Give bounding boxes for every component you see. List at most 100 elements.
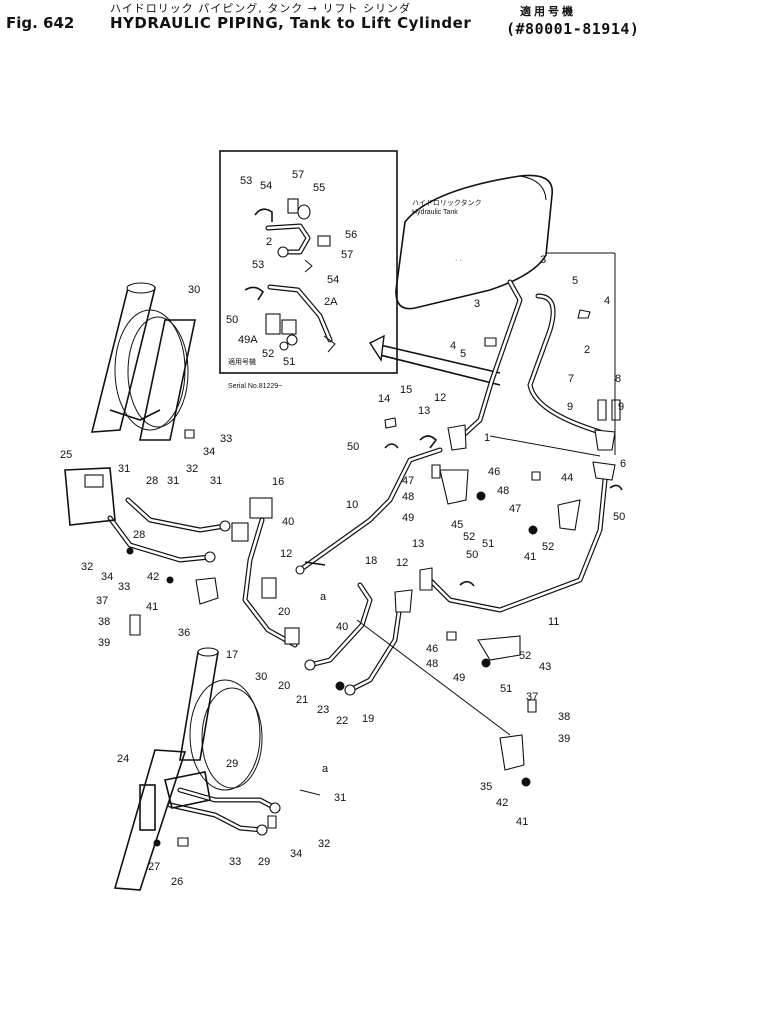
callout-57: 57 (292, 169, 304, 181)
callout-2: 2 (266, 236, 272, 248)
callout-13: 13 (418, 405, 430, 417)
fittings (126, 309, 623, 847)
callout-45: 45 (451, 519, 463, 531)
callout-50: 50 (226, 314, 238, 326)
callout-20: 20 (278, 680, 290, 692)
callout-29: 29 (258, 856, 270, 868)
callout-14: 14 (378, 393, 390, 405)
callout-2A: 2A (324, 296, 338, 308)
callout-47: 47 (509, 503, 521, 515)
callout-53: 53 (252, 259, 264, 271)
callout-26: 26 (171, 876, 183, 888)
callout-30: 30 (188, 284, 200, 296)
callout-51: 51 (283, 356, 295, 368)
callout-24: 24 (117, 753, 129, 765)
callout-38: 38 (558, 711, 570, 723)
callout-37: 37 (526, 691, 538, 703)
callout-20: 20 (278, 606, 290, 618)
callout-32: 32 (318, 838, 330, 850)
callout-27: 27 (148, 861, 160, 873)
callout-40: 40 (336, 621, 348, 633)
callout-35: 35 (480, 781, 492, 793)
callout-54: 54 (327, 274, 339, 286)
callout-7: 7 (568, 373, 574, 385)
lift-cylinder-upper (64, 282, 196, 526)
callout-34: 34 (101, 571, 113, 583)
callout-41: 41 (524, 551, 536, 563)
callout-6: 6 (620, 458, 626, 470)
callout-31: 31 (118, 463, 130, 475)
callout-50: 50 (347, 441, 359, 453)
lift-cylinder-lower (113, 647, 263, 891)
inset-serial-label-jp: 適用号機 (228, 357, 256, 366)
callout-48: 48 (497, 485, 509, 497)
callout-11: 11 (548, 616, 559, 628)
callout-57: 57 (341, 249, 353, 261)
callout-48: 48 (402, 491, 414, 503)
callout-44: 44 (561, 472, 573, 484)
callout-31: 31 (210, 475, 222, 487)
callout-17: 17 (226, 649, 238, 661)
serial-range: (#80001-81914) (506, 20, 640, 38)
callout-31: 31 (334, 792, 346, 804)
callout-49A: 49A (238, 334, 258, 346)
figure-number: Fig. 642 (6, 14, 75, 32)
callout-3: 3 (540, 254, 546, 266)
callout-49: 49 (453, 672, 465, 684)
callout-a: a (320, 591, 327, 603)
callout-52: 52 (519, 650, 531, 662)
inset-serial-note: Serial No.81229~ (228, 383, 282, 390)
callout-33: 33 (229, 856, 241, 868)
callout-16: 16 (272, 476, 284, 488)
callout-12: 12 (434, 392, 446, 404)
callout-18: 18 (365, 555, 377, 567)
callout-34: 34 (290, 848, 302, 860)
hydraulic-tank: ハイドロリックタンク Hydraulic Tank · · (395, 174, 553, 310)
callout-30: 30 (255, 671, 267, 683)
callout-12: 12 (396, 557, 408, 569)
callout-31: 31 (167, 475, 179, 487)
callout-52: 52 (463, 531, 475, 543)
callout-37: 37 (96, 595, 108, 607)
callout-49: 49 (402, 512, 414, 524)
callout-32: 32 (81, 561, 93, 573)
callout-48: 48 (426, 658, 438, 670)
callout-19: 19 (362, 713, 374, 725)
callout-41: 41 (516, 816, 528, 828)
title-japanese: ハイドロリック パイピング, タンク → リフト シリンダ (110, 2, 411, 15)
callout-51: 51 (500, 683, 512, 695)
callout-21: 21 (296, 694, 308, 706)
callout-5: 5 (572, 275, 578, 287)
callout-34: 34 (203, 446, 215, 458)
callout-33: 33 (220, 433, 232, 445)
callout-50: 50 (466, 549, 478, 561)
callout-a: a (322, 763, 329, 775)
serial-label-japanese: 適用号機 (520, 5, 576, 18)
callout-15: 15 (400, 384, 412, 396)
callout-2: 2 (584, 344, 590, 356)
callout-3: 3 (474, 298, 480, 310)
callout-28: 28 (146, 475, 158, 487)
callout-56: 56 (345, 229, 357, 241)
callout-51: 51 (482, 538, 494, 550)
callout-46: 46 (488, 466, 500, 478)
tank-label-jp: ハイドロリックタンク (412, 198, 482, 207)
callout-29: 29 (226, 758, 238, 770)
callout-12: 12 (280, 548, 292, 560)
callout-10: 10 (346, 499, 358, 511)
callout-4: 4 (450, 340, 456, 352)
callout-39: 39 (558, 733, 570, 745)
callout-22: 22 (336, 715, 348, 727)
callout-41: 41 (146, 601, 158, 613)
callout-5: 5 (460, 348, 466, 360)
callout-28: 28 (133, 529, 145, 541)
tank-label-en: Hydraulic Tank (412, 209, 458, 216)
callout-53: 53 (240, 175, 252, 187)
callout-40: 40 (282, 516, 294, 528)
callout-47: 47 (402, 475, 414, 487)
callout-8: 8 (615, 373, 621, 385)
callout-46: 46 (426, 643, 438, 655)
